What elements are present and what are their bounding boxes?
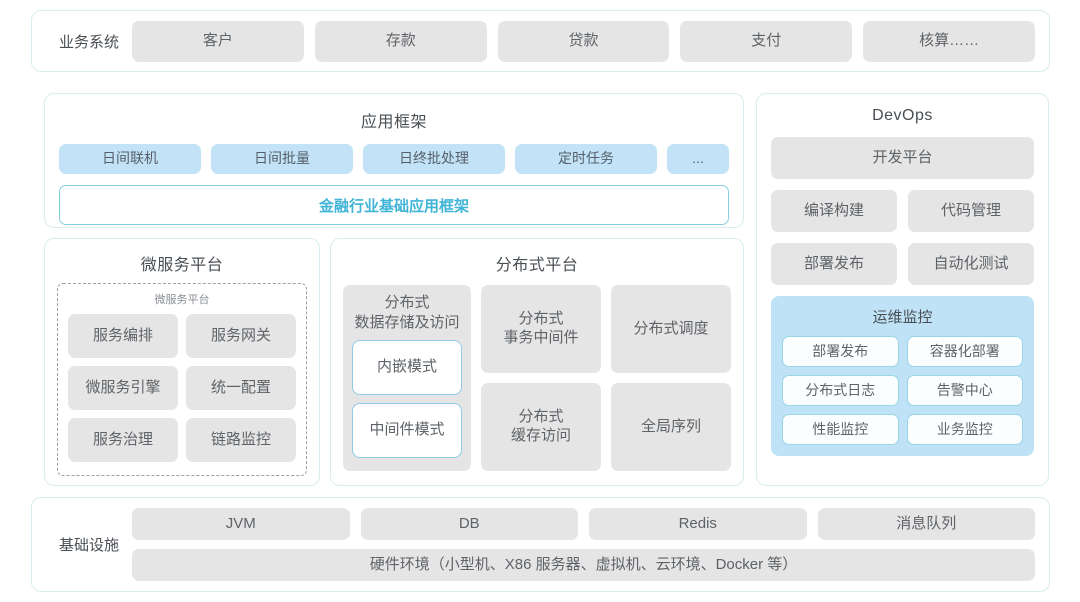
business-system-customer[interactable]: 客户 <box>132 20 304 62</box>
ms-service-orchestration[interactable]: 服务编排 <box>68 314 178 358</box>
infra-hardware-environment[interactable]: 硬件环境（小型机、X86 服务器、虚拟机、云环境、Docker 等） <box>132 549 1035 581</box>
ops-alert-center[interactable]: 告警中心 <box>906 375 1023 406</box>
ms-unified-config[interactable]: 统一配置 <box>186 366 296 410</box>
devops-automated-testing[interactable]: 自动化测试 <box>908 243 1034 285</box>
distributed-data-storage-block[interactable]: 分布式 数据存储及访问 内嵌模式 中间件模式 <box>343 285 471 471</box>
devops-compile-build[interactable]: 编译构建 <box>771 190 897 232</box>
dist-cache-access[interactable]: 分布式 缓存访问 <box>481 383 601 471</box>
pill-daytime-batch[interactable]: 日间批量 <box>211 144 353 174</box>
ms-microservice-engine[interactable]: 微服务引擎 <box>68 366 178 410</box>
microservice-platform-inner-box: 微服务平台 服务编排 服务网关 微服务引擎 统一配置 服务治理 链路监控 <box>57 283 307 476</box>
business-system-accounting[interactable]: 核算…… <box>863 20 1035 62</box>
microservice-platform-panel: 微服务平台 微服务平台 服务编排 服务网关 微服务引擎 统一配置 服务治理 链路… <box>44 238 320 486</box>
distributed-platform-grid: 分布式 事务中间件 分布式调度 分布式 缓存访问 全局序列 <box>481 285 731 471</box>
ops-monitoring-grid: 部署发布 容器化部署 分布式日志 告警中心 性能监控 业务监控 <box>782 336 1023 445</box>
ops-distributed-log[interactable]: 分布式日志 <box>782 375 899 406</box>
dist-cache-access-text: 分布式 缓存访问 <box>510 408 571 444</box>
devops-panel: DevOps 开发平台 编译构建 代码管理 部署发布 自动化测试 运维监控 部署… <box>756 93 1049 486</box>
pill-eod-batch[interactable]: 日终批处理 <box>363 144 505 174</box>
ms-service-governance[interactable]: 服务治理 <box>68 418 178 462</box>
microservice-platform-inner-title: 微服务平台 <box>154 294 210 306</box>
ms-service-gateway[interactable]: 服务网关 <box>186 314 296 358</box>
business-system-loan[interactable]: 贷款 <box>497 20 670 62</box>
finance-base-framework-bar[interactable]: 金融行业基础应用框架 <box>59 185 729 225</box>
business-system-payment[interactable]: 支付 <box>680 20 853 62</box>
dist-transaction-middleware[interactable]: 分布式 事务中间件 <box>481 285 601 373</box>
microservice-platform-title: 微服务平台 <box>140 257 224 274</box>
infra-message-queue[interactable]: 消息队列 <box>817 508 1035 540</box>
mode-middleware[interactable]: 中间件模式 <box>352 403 462 458</box>
devops-title: DevOps <box>872 107 933 124</box>
ops-deploy-release[interactable]: 部署发布 <box>782 336 899 367</box>
distributed-data-storage-label-line2: 数据存储及访问 <box>354 313 460 331</box>
infrastructure-row: 基础设施 JVM DB Redis 消息队列 硬件环境（小型机、X86 服务器、… <box>31 497 1050 592</box>
microservice-platform-grid: 服务编排 服务网关 微服务引擎 统一配置 服务治理 链路监控 <box>68 314 296 462</box>
distributed-data-storage-label-line1: 分布式 <box>384 294 430 311</box>
devops-grid: 编译构建 代码管理 部署发布 自动化测试 <box>771 190 1034 285</box>
business-systems-label: 业务系统 <box>58 33 119 51</box>
business-systems-row: 业务系统 客户 存款 贷款 支付 核算…… <box>31 10 1050 72</box>
business-systems-chips: 客户 存款 贷款 支付 核算…… <box>132 20 1035 62</box>
ops-performance-monitoring[interactable]: 性能监控 <box>782 414 899 445</box>
infra-jvm[interactable]: JVM <box>132 508 350 540</box>
distributed-data-storage-label: 分布式 数据存储及访问 <box>352 293 462 332</box>
ms-trace-monitoring[interactable]: 链路监控 <box>186 418 296 462</box>
dist-transaction-middleware-text: 分布式 事务中间件 <box>503 310 579 346</box>
application-framework-panel: 应用框架 日间联机 日间批量 日终批处理 定时任务 ... 金融行业基础应用框架 <box>44 93 744 228</box>
application-framework-pills: 日间联机 日间批量 日终批处理 定时任务 ... <box>59 144 729 174</box>
devops-code-management[interactable]: 代码管理 <box>908 190 1034 232</box>
dist-global-sequence[interactable]: 全局序列 <box>611 383 731 471</box>
infrastructure-label: 基础设施 <box>58 537 119 554</box>
application-framework-title: 应用框架 <box>360 114 427 131</box>
mode-embedded[interactable]: 内嵌模式 <box>352 340 462 395</box>
ops-business-monitoring[interactable]: 业务监控 <box>906 414 1023 445</box>
pill-scheduled-task[interactable]: 定时任务 <box>515 144 657 174</box>
devops-deploy-release[interactable]: 部署发布 <box>771 243 897 285</box>
pill-daytime-online[interactable]: 日间联机 <box>59 144 201 174</box>
infrastructure-chips: JVM DB Redis 消息队列 <box>132 508 1035 540</box>
distributed-platform-panel: 分布式平台 分布式 数据存储及访问 内嵌模式 中间件模式 分布式 事务中间件 分… <box>330 238 744 486</box>
infra-db[interactable]: DB <box>360 508 578 540</box>
ops-monitoring-title: 运维监控 <box>872 309 933 326</box>
pill-more[interactable]: ... <box>667 144 729 174</box>
ops-container-deploy[interactable]: 容器化部署 <box>906 336 1023 367</box>
infrastructure-content: JVM DB Redis 消息队列 硬件环境（小型机、X86 服务器、虚拟机、云… <box>132 508 1035 581</box>
business-system-deposit[interactable]: 存款 <box>314 20 487 62</box>
devops-dev-platform[interactable]: 开发平台 <box>771 137 1034 179</box>
distributed-platform-title: 分布式平台 <box>495 257 579 274</box>
infra-redis[interactable]: Redis <box>589 508 807 540</box>
ops-monitoring-block: 运维监控 部署发布 容器化部署 分布式日志 告警中心 性能监控 业务监控 <box>771 296 1034 456</box>
dist-scheduling[interactable]: 分布式调度 <box>611 285 731 373</box>
distributed-platform-body: 分布式 数据存储及访问 内嵌模式 中间件模式 分布式 事务中间件 分布式调度 分… <box>343 285 731 471</box>
